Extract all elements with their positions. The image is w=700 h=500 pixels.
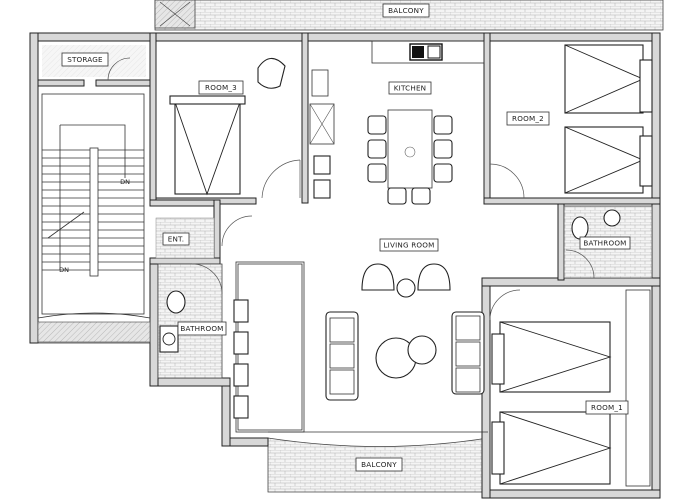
staircase: [37, 93, 151, 344]
label-room-3: ROOM_3: [198, 80, 244, 95]
interior-walls: [37, 32, 661, 281]
stair-dn-lower-label: DN: [59, 266, 69, 274]
wardrobe-room-1: [625, 289, 651, 487]
coffee-table-small: [407, 335, 437, 365]
label-room-2: ROOM_2: [506, 111, 550, 126]
cabinet: [233, 299, 249, 323]
sofa-right: [451, 311, 485, 395]
armchair-left: [361, 263, 395, 291]
label-room-1: ROOM_1: [585, 400, 629, 415]
dining-chair: [433, 115, 453, 135]
bed-room-2-top: [564, 44, 644, 114]
bed-room-2-bottom: [564, 126, 644, 194]
armchair-room-3: [257, 57, 286, 89]
svg-text:ROOM_2: ROOM_2: [512, 114, 544, 123]
bathroom-left: [157, 263, 223, 379]
sink-right: [603, 209, 621, 227]
bed-room-1-bottom: [499, 411, 611, 485]
toilet-right: [571, 216, 589, 240]
dining-chair: [411, 187, 431, 205]
room-1: [489, 289, 651, 487]
cabinet: [233, 331, 249, 355]
svg-text:BALCONY: BALCONY: [361, 460, 397, 469]
toilet-left: [166, 290, 186, 314]
svg-text:BALCONY: BALCONY: [388, 6, 424, 15]
dining-chair: [387, 187, 407, 205]
label-living-room: LIVING ROOM: [379, 238, 439, 252]
exterior-walls: [29, 32, 661, 499]
label-storage: STORAGE: [61, 52, 109, 67]
svg-text:STORAGE: STORAGE: [67, 55, 103, 64]
dining-chair: [367, 163, 387, 183]
svg-text:BATHROOM: BATHROOM: [180, 324, 223, 333]
svg-text:ENT.: ENT.: [168, 235, 185, 244]
dining-chair: [367, 139, 387, 159]
dining-chair: [367, 115, 387, 135]
bed-room-3: [174, 101, 241, 195]
armchair-right: [417, 263, 451, 291]
kitchen: [309, 40, 485, 205]
side-table: [396, 278, 416, 298]
room-3: [169, 57, 301, 199]
label-entrance: ENT.: [162, 232, 190, 246]
sink-left: [159, 325, 179, 353]
svg-text:KITCHEN: KITCHEN: [394, 84, 427, 93]
stair-dn-upper-label: DN: [120, 178, 130, 186]
label-bathroom-right: BATHROOM: [579, 236, 631, 250]
dining-table: [387, 109, 433, 189]
cabinet: [233, 363, 249, 387]
label-kitchen: KITCHEN: [388, 81, 432, 95]
dining-chair: [433, 139, 453, 159]
label-balcony-top: BALCONY: [382, 3, 430, 18]
cabinet: [233, 395, 249, 419]
sofa-left: [325, 311, 359, 401]
room-2: [489, 44, 653, 199]
svg-text:LIVING ROOM: LIVING ROOM: [383, 241, 434, 250]
label-bathroom-left: BATHROOM: [177, 321, 227, 336]
stove: [309, 103, 335, 145]
svg-text:ROOM_3: ROOM_3: [205, 83, 237, 92]
dining-chair: [433, 163, 453, 183]
living-room: [233, 261, 488, 433]
svg-text:BATHROOM: BATHROOM: [583, 239, 626, 248]
label-balcony-bottom: BALCONY: [355, 457, 403, 472]
svg-text:ROOM_1: ROOM_1: [591, 403, 623, 412]
bed-room-1-top: [499, 321, 611, 393]
